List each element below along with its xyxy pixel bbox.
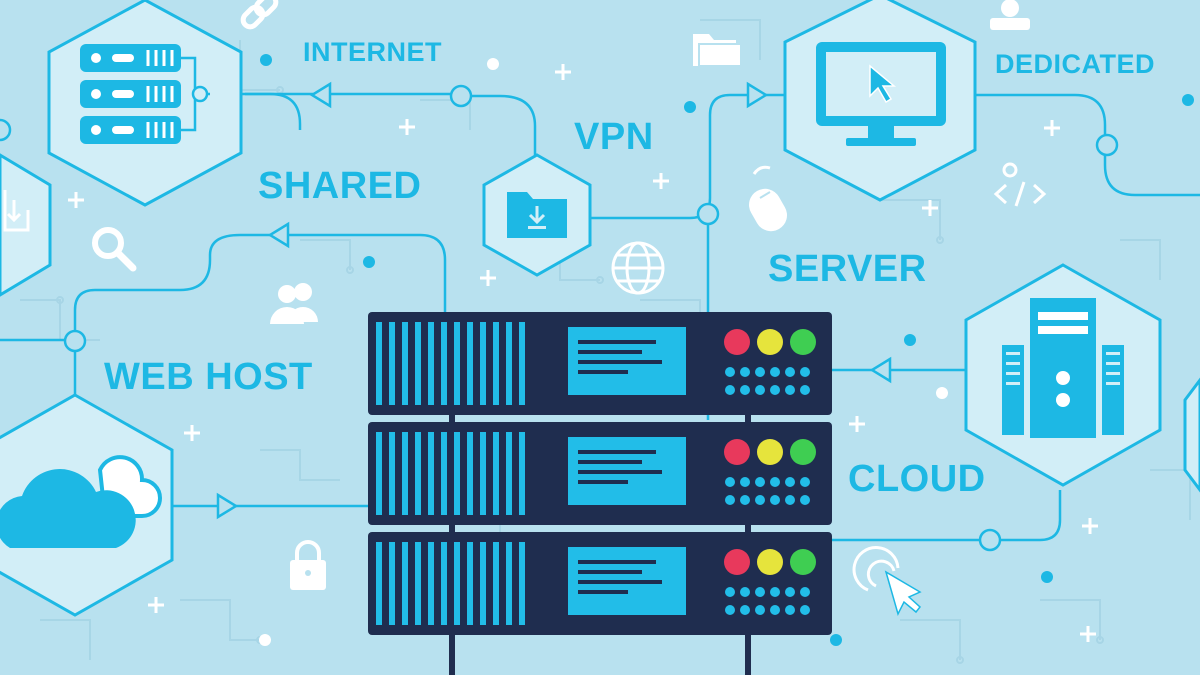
central-server-rack [368,312,832,675]
flow-arrows [216,81,892,520]
touch-icon [852,546,922,617]
mouse-icon [749,165,787,232]
label-web-host: WEB HOST [104,356,313,398]
label-shared: SHARED [258,165,422,207]
junction-nodes [0,84,1119,552]
label-server: SERVER [768,248,927,290]
tower-server-icon [1002,298,1124,438]
download-icon [3,190,30,232]
magnifier-icon [92,227,137,272]
server-rack-icon [80,44,210,144]
folder-icon [693,34,742,67]
link-icon [240,0,279,30]
plus-decorations [68,64,1098,642]
lock-icon [290,540,326,590]
label-cloud: CLOUD [848,458,986,500]
label-vpn: VPN [574,116,654,158]
label-dedicated: DEDICATED [995,49,1156,79]
users-icon [270,283,318,324]
server-unit [368,532,832,635]
code-icon [993,162,1047,207]
server-unit [368,312,832,415]
hex-left-edge [0,153,52,297]
globe-icon [611,241,665,295]
label-internet: INTERNET [303,37,442,67]
user-desk-icon [990,0,1030,30]
cloud-icon [0,455,162,548]
dot-decorations [259,54,1194,646]
monitor-cursor-icon [816,42,946,146]
folder-download-icon [507,192,567,238]
server-unit [368,422,832,525]
hex-right-edge [1183,377,1200,493]
